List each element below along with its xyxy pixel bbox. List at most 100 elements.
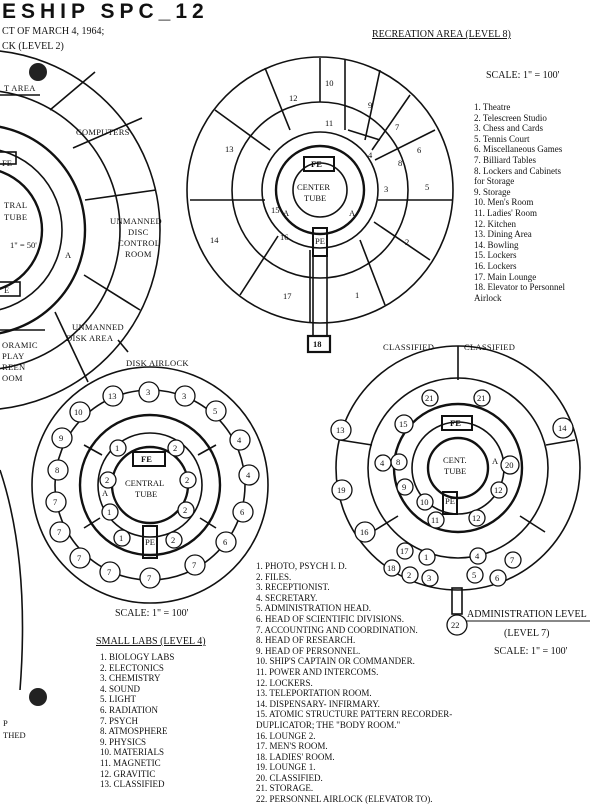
rec-room-18: 18 bbox=[313, 339, 322, 349]
level2-title: CK (LEVEL 2) bbox=[2, 41, 64, 52]
admin-room-num: 21 bbox=[425, 393, 434, 403]
admin-room-num: 8 bbox=[396, 457, 401, 467]
rec-room-3: 3 bbox=[384, 184, 389, 194]
l2-a: A bbox=[65, 250, 72, 260]
lab-outer-num: 7 bbox=[107, 567, 112, 577]
admin-legend-item: 20. CLASSIFIED. bbox=[256, 772, 323, 783]
labs-fe: FE bbox=[141, 454, 152, 464]
rec-legend-item: 14. Bowling bbox=[474, 239, 519, 250]
admin-legend-item: 13. TELEPORTATION ROOM. bbox=[256, 688, 372, 699]
rec-room-16: 16 bbox=[280, 232, 289, 242]
l2-fe: FE bbox=[2, 158, 12, 168]
admin-legend-item: 6. HEAD OF SCIENTIFIC DIVISIONS. bbox=[256, 613, 405, 624]
lab-outer-num: 10 bbox=[74, 407, 83, 417]
rec-legend-item: Airlock bbox=[474, 292, 502, 303]
admin-legend-item: 19. LOUNGE 1. bbox=[256, 762, 316, 773]
admin-legend-item: 1. PHOTO, PSYCH I. D. bbox=[256, 561, 347, 571]
admin-legend-item: 3. RECEPTIONIST. bbox=[256, 582, 330, 593]
admin-room-num: 15 bbox=[399, 419, 408, 429]
rec-room-17: 17 bbox=[283, 291, 292, 301]
level2-outer-ring bbox=[0, 50, 161, 410]
admin-room-num: 20 bbox=[505, 460, 514, 470]
lab-legend-item: 10. MATERIALS bbox=[100, 747, 165, 758]
l2-tral: TRAL bbox=[4, 200, 28, 210]
lab-legend-item: 7. PSYCH bbox=[100, 715, 139, 726]
admin-room-num: 21 bbox=[477, 393, 486, 403]
admin-room-num: 4 bbox=[475, 551, 480, 561]
admin-legend-item: 16. LOUNGE 2. bbox=[256, 730, 316, 741]
rec-legend-item: 16. Lockers bbox=[474, 260, 517, 271]
rec-legend-item: 8. Lockers and Cabinets bbox=[474, 165, 561, 176]
lab-outer-num: 7 bbox=[77, 553, 82, 563]
l2-tube: TUBE bbox=[4, 212, 28, 222]
lab-outer-num: 13 bbox=[108, 391, 117, 401]
admin-scale: SCALE: 1" = 100' bbox=[494, 646, 568, 657]
lab-inner-num: 2 bbox=[173, 443, 178, 453]
admin-fe: FE bbox=[450, 418, 461, 428]
lab-legend-item: 11. MAGNETIC bbox=[100, 757, 161, 768]
admin-legend-item: 17. MEN'S ROOM. bbox=[256, 741, 328, 752]
labs-center-l1: CENTRAL bbox=[125, 478, 165, 488]
l2-e: E bbox=[4, 285, 10, 295]
lab-outer-num: 3 bbox=[146, 387, 151, 397]
rec-legend-item: 18. Elevator to Personnel bbox=[474, 282, 565, 293]
rec-legend-item: 13. Dining Area bbox=[474, 229, 532, 240]
admin-room-num: 17 bbox=[400, 546, 409, 556]
admin-classified-left: CLASSIFIED bbox=[383, 342, 435, 352]
admin-legend-item: 11. POWER AND INTERCOMS. bbox=[256, 666, 379, 677]
labs-legend: 1. BIOLOGY LABS 2. ELECTONICS 3. CHEMIST… bbox=[100, 652, 174, 790]
l2-control: CONTROL bbox=[118, 238, 161, 248]
rec-room-12: 12 bbox=[289, 93, 298, 103]
lab-legend-item: 9. PHYSICS bbox=[100, 736, 147, 747]
admin-center-l1: CENT. bbox=[443, 455, 467, 465]
recreation-fe: FE bbox=[311, 159, 322, 169]
admin-room-num: 4 bbox=[380, 458, 385, 468]
admin-legend-item: 4. SECRETARY. bbox=[256, 592, 318, 603]
admin-room-num: 9 bbox=[402, 482, 407, 492]
lab-outer-num: 5 bbox=[213, 406, 218, 416]
admin-legend-item: 5. ADMINISTRATION HEAD. bbox=[256, 603, 371, 614]
lab-legend-item: 13. CLASSIFIED bbox=[100, 779, 165, 790]
lab-inner-num: 2 bbox=[183, 505, 188, 515]
admin-room-num: 2 bbox=[407, 570, 412, 580]
admin-level: (LEVEL 7) bbox=[504, 628, 550, 639]
rec-legend-item: 10. Men's Room bbox=[474, 197, 534, 208]
admin-legend-item: 2. FILES. bbox=[256, 571, 292, 582]
rec-room-15: 15 bbox=[271, 205, 280, 215]
diagram-linework bbox=[0, 50, 590, 706]
admin-legend-item: 15. ATOMIC STRUCTURE PATTERN RECORDER- bbox=[256, 709, 453, 720]
admin-legend-item: 10. SHIP'S CAPTAIN OR COMMANDER. bbox=[256, 656, 415, 667]
lab-inner-num: 1 bbox=[115, 443, 120, 453]
rec-legend-item: 6. Miscellaneous Games bbox=[474, 144, 563, 155]
admin-room-num: 22 bbox=[451, 620, 460, 630]
lab-legend-item: 8. ATMOSPHERE bbox=[100, 726, 168, 737]
lab-legend-item: 1. BIOLOGY LABS bbox=[100, 652, 175, 662]
l2-oom: OOM bbox=[2, 373, 23, 383]
l2-unmanned-disk: UNMANNED bbox=[72, 322, 124, 332]
admin-title: ADMINISTRATION LEVEL bbox=[467, 609, 587, 620]
rec-room-10: 10 bbox=[325, 78, 334, 88]
lab-outer-num: 7 bbox=[192, 560, 197, 570]
l2-computers: COMPUTERS bbox=[76, 127, 130, 137]
bl-thed: THED bbox=[3, 730, 26, 740]
recreation-center-l1: CENTER bbox=[297, 182, 331, 192]
l2-scale: 1" = 50' bbox=[10, 240, 37, 250]
l2-play: PLAY bbox=[2, 351, 25, 361]
recreation-center-l2: TUBE bbox=[304, 193, 327, 203]
rec-room-14: 14 bbox=[210, 235, 219, 245]
admin-room-num: 3 bbox=[427, 573, 432, 583]
admin-pe: PE bbox=[445, 496, 455, 506]
lab-outer-num: 4 bbox=[237, 435, 242, 445]
admin-room-num: 7 bbox=[510, 555, 515, 565]
rec-legend-item: 12. Kitchen bbox=[474, 218, 516, 229]
admin-room-num: 12 bbox=[472, 513, 481, 523]
admin-legend-item: DUPLICATOR; THE "BODY ROOM." bbox=[256, 719, 401, 730]
rec-room-7: 7 bbox=[395, 122, 400, 132]
admin-legend-item: 18. LADIES' ROOM. bbox=[256, 751, 335, 762]
rec-room-11: 11 bbox=[325, 118, 334, 128]
admin-room-num: 16 bbox=[360, 527, 369, 537]
recreation-a-right: A bbox=[349, 208, 356, 218]
rec-room-1: 1 bbox=[355, 290, 360, 300]
admin-legend-item: 22. PERSONNEL AIRLOCK (ELEVATOR TO). bbox=[256, 794, 433, 805]
admin-legend-item: 21. STORAGE. bbox=[256, 783, 314, 794]
